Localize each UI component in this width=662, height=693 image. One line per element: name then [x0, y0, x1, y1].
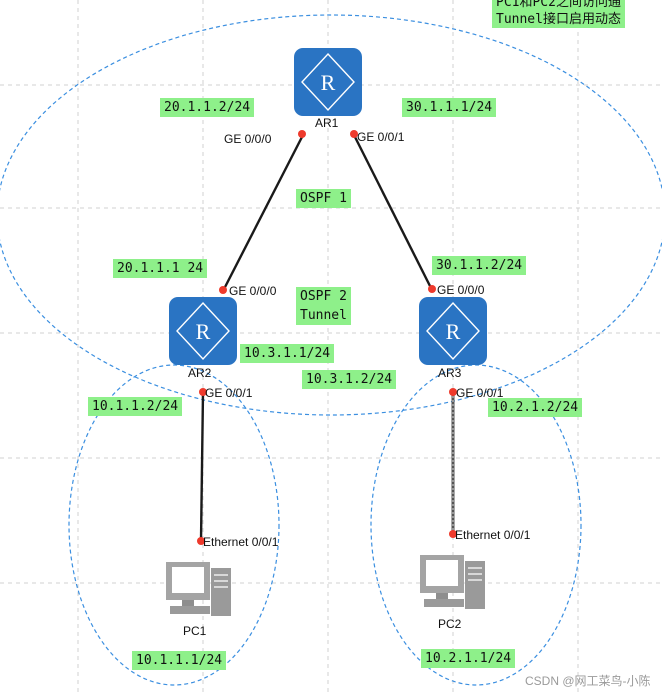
link-ar1-ar3: [352, 134, 434, 291]
port-dot-ar2-ge001[interactable]: [199, 388, 207, 396]
ospf1-area-ellipse: [0, 14, 662, 416]
device-label-ar1: AR1: [315, 116, 339, 130]
ip-label-ar3-tunnel: 10.3.1.2/24: [302, 370, 397, 389]
router-ar1[interactable]: R: [294, 48, 362, 116]
port-dot-ar2-ge000[interactable]: [219, 286, 227, 294]
port-dot-ar3-ge000[interactable]: [428, 285, 436, 293]
note-line-2: Tunnel接口启用动态: [496, 12, 621, 27]
pc1-icon[interactable]: [164, 560, 234, 620]
port-dot-pc1-eth[interactable]: [197, 537, 205, 545]
port-label-ar1-ge000: GE 0/0/0: [224, 132, 272, 146]
ip-label-ar2-g1: 10.1.1.2/24: [88, 397, 183, 416]
area-label-ospf2-line1: OSPF 2: [300, 289, 347, 304]
port-dot-pc2-eth[interactable]: [449, 530, 457, 538]
area-label-ospf2: OSPF 2 Tunnel: [296, 287, 351, 325]
ip-label-ar3-g0: 30.1.1.2/24: [432, 256, 527, 275]
pc2-area-ellipse: [370, 364, 582, 686]
port-label-pc1-eth: Ethernet 0/0/1: [203, 535, 279, 549]
area-label-ospf2-line2: Tunnel: [300, 308, 347, 323]
ip-label-ar3-g1: 10.2.1.2/24: [488, 398, 583, 417]
link-ar2-pc1: [199, 391, 205, 542]
port-label-ar3-ge001: GE 0/0/1: [456, 386, 504, 400]
device-label-ar3: AR3: [438, 366, 462, 380]
port-label-ar2-ge001: GE 0/0/1: [205, 386, 253, 400]
ip-label-ar2-g0: 20.1.1.1 24: [113, 259, 208, 278]
device-label-pc1: PC1: [183, 624, 207, 638]
ip-label-pc1: 10.1.1.1/24: [132, 651, 227, 670]
port-dot-ar1-ge000[interactable]: [298, 130, 306, 138]
ip-label-ar1-g0: 20.1.1.2/24: [160, 98, 255, 117]
ip-label-pc2: 10.2.1.1/24: [421, 649, 516, 668]
port-label-ar2-ge000: GE 0/0/0: [229, 284, 277, 298]
router-icon: R: [301, 52, 355, 112]
svg-text:R: R: [446, 319, 461, 344]
router-icon: R: [176, 301, 230, 361]
area-label-ospf1: OSPF 1: [296, 189, 351, 208]
ip-label-ar1-g1: 30.1.1.1/24: [402, 98, 497, 117]
note-line-1: PC1和PC2之间访问通: [496, 0, 621, 10]
router-icon: R: [426, 301, 480, 361]
note-box: PC1和PC2之间访问通 Tunnel接口启用动态: [492, 0, 625, 28]
pc1-area-ellipse: [68, 364, 280, 686]
device-label-ar2: AR2: [188, 366, 212, 380]
device-label-pc2: PC2: [438, 617, 462, 631]
port-dot-ar3-ge001[interactable]: [449, 388, 457, 396]
ip-label-ar2-tunnel: 10.3.1.1/24: [240, 344, 335, 363]
pc2-icon[interactable]: [418, 553, 488, 613]
link-ar1-ar2: [221, 134, 305, 292]
router-ar3[interactable]: R: [419, 297, 487, 365]
router-ar2[interactable]: R: [169, 297, 237, 365]
port-label-pc2-eth: Ethernet 0/0/1: [455, 528, 531, 542]
svg-text:R: R: [321, 70, 336, 95]
svg-text:R: R: [196, 319, 211, 344]
port-dot-ar1-ge001[interactable]: [350, 130, 358, 138]
port-label-ar1-ge001: GE 0/0/1: [357, 130, 405, 144]
port-label-ar3-ge000: GE 0/0/0: [437, 283, 485, 297]
watermark: CSDN @网工菜鸟-小陈: [525, 674, 651, 688]
